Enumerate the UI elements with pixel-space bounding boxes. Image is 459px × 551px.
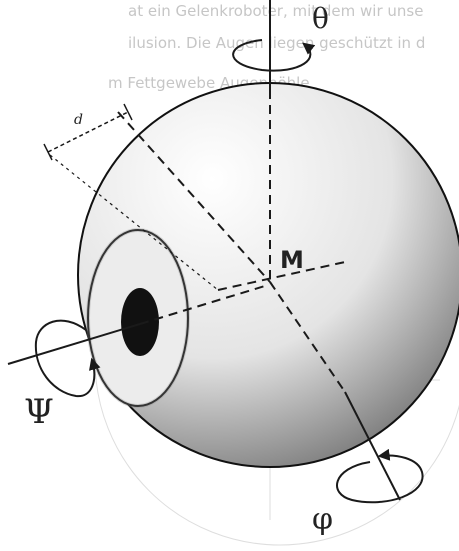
bleed-through-line-2: ilusion. Die Augen liegen geschützt in d (128, 34, 426, 52)
phi-axis (117, 111, 271, 283)
psi-axis (7, 323, 141, 365)
phi-label: φ (312, 502, 334, 537)
pupil (121, 288, 159, 356)
distance-label-d: d (74, 112, 83, 128)
bleed-through-line-1: at ein Gelenkroboter, mit dem wir unse (128, 2, 424, 20)
distance-extension (49, 154, 219, 291)
psi-rotation-arrow (34, 319, 101, 398)
iris-outer-ring (86, 228, 190, 408)
theta-rotation-arrow (232, 39, 316, 72)
phi-axis-lower (269, 281, 346, 393)
theta-label: θ (312, 2, 329, 35)
distance-dimension (47, 111, 129, 153)
horizontal-axis (217, 261, 346, 291)
center-label-m: M (280, 246, 304, 274)
psi-axis-dashed (139, 284, 269, 325)
psi-label: Ψ (24, 392, 54, 432)
phi-rotation-arrow (336, 448, 424, 504)
